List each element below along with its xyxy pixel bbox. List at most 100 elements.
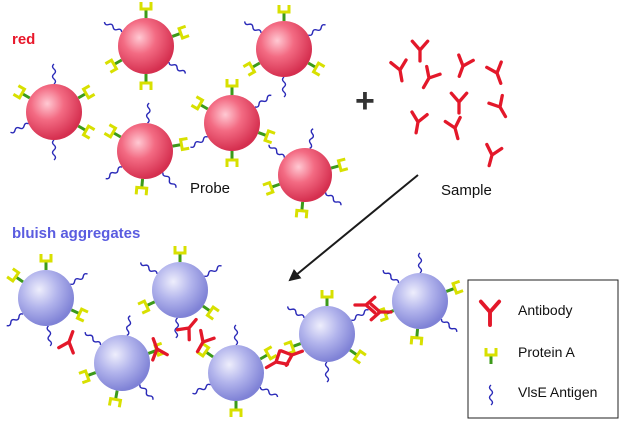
vlse-antigen-icon [488, 384, 494, 406]
protein-a [77, 84, 96, 100]
vlse-antigen [243, 21, 262, 34]
protein-a [139, 2, 153, 18]
protein-a [257, 129, 276, 145]
vlse-antigen [174, 317, 180, 339]
probe-label: Probe [190, 180, 230, 197]
vlse-antigen [204, 264, 222, 278]
legend-protein-a-text: Protein A [518, 344, 575, 360]
bridging-antibody [195, 328, 216, 354]
protein-a [196, 342, 214, 359]
protein-a-icon [484, 348, 498, 364]
vlse-antigen [268, 144, 286, 158]
bead-sphere [299, 306, 355, 362]
antibody [485, 60, 503, 85]
protein-a [104, 58, 123, 74]
red-label: red [12, 31, 35, 48]
protein-a [330, 157, 349, 173]
red-probe-bead [10, 63, 96, 161]
blue-aggregate-bead [283, 290, 369, 383]
bead-sphere [152, 262, 208, 318]
antibody [487, 93, 508, 119]
bridging-antibody [353, 295, 377, 315]
vlse-antigen [417, 252, 423, 274]
vlse-antigen [139, 262, 158, 275]
protein-a [139, 74, 153, 90]
vlse-antigen [168, 61, 187, 74]
protein-a [262, 180, 281, 196]
bead-sphere [18, 270, 74, 326]
bridging-antibody [57, 330, 75, 355]
protein-a [171, 24, 190, 40]
legend: Antibody Protein A VlsE Antigen [467, 279, 619, 419]
vlse-antigen [190, 135, 208, 149]
protein-a [173, 246, 187, 262]
protein-a [225, 79, 239, 95]
protein-a [409, 328, 424, 346]
bridging-antibody [175, 317, 198, 342]
protein-a [242, 61, 261, 77]
protein-a [172, 136, 190, 152]
red-probe-bead [262, 128, 349, 219]
protein-a [39, 254, 53, 270]
protein-a [320, 290, 334, 306]
free-antibodies [389, 39, 508, 168]
vlse-antigen [281, 76, 287, 98]
antibody-icon [478, 299, 502, 327]
vlse-antigen [6, 313, 24, 327]
protein-a [77, 124, 96, 140]
bead-sphere [204, 95, 260, 151]
antibody [449, 91, 469, 115]
bead-sphere [208, 345, 264, 401]
vlse-antigen [308, 128, 315, 150]
bluish-aggregates-label: bluish aggregates [12, 225, 140, 242]
bead-sphere [26, 84, 82, 140]
protein-a [225, 151, 239, 167]
protein-a [107, 390, 123, 408]
bridging-antibody [369, 302, 393, 322]
protein-a [78, 369, 97, 385]
protein-a [70, 307, 89, 323]
protein-a [307, 61, 326, 77]
protein-a [12, 84, 31, 100]
vlse-antigen [145, 102, 151, 124]
blue-aggregate-bead [192, 324, 279, 417]
vlse-antigen [105, 166, 123, 180]
vlse-antigen [351, 308, 369, 322]
vlse-antigen [70, 272, 88, 286]
antibody [457, 53, 475, 78]
legend-antibody-text: Antibody [518, 302, 572, 318]
protein-a [294, 201, 309, 219]
vlse-antigen [324, 192, 342, 206]
beads-layer [6, 2, 464, 417]
blue-aggregate-bead [137, 246, 222, 339]
bridging-antibody [151, 337, 169, 362]
protein-a [445, 279, 464, 295]
bead-sphere [278, 148, 332, 202]
protein-a [190, 95, 209, 111]
vlse-antigen [440, 318, 458, 332]
vlse-antigen [382, 270, 400, 284]
vlse-antigen [103, 21, 123, 33]
reaction-arrow [288, 174, 419, 282]
blue-aggregate-bead [6, 254, 89, 347]
vlse-antigen [51, 139, 57, 161]
vlse-antigen [125, 315, 132, 337]
protein-a-icon [484, 348, 498, 364]
antibody [421, 64, 442, 90]
protein-a [229, 401, 243, 417]
vlse-antigen [139, 384, 154, 400]
red-probe-bead [103, 102, 190, 196]
protein-a [283, 340, 302, 356]
antibody-icon [478, 299, 502, 327]
protein-a [103, 123, 122, 139]
antibody [410, 110, 429, 135]
vlse-antigen [233, 324, 239, 346]
protein-a [137, 299, 156, 315]
vlse-antigen [286, 306, 305, 319]
bead-sphere [117, 123, 173, 179]
vlse-antigen [10, 122, 29, 134]
antibody [389, 58, 408, 83]
protein-a [349, 348, 367, 365]
vlse-antigen [308, 23, 326, 37]
